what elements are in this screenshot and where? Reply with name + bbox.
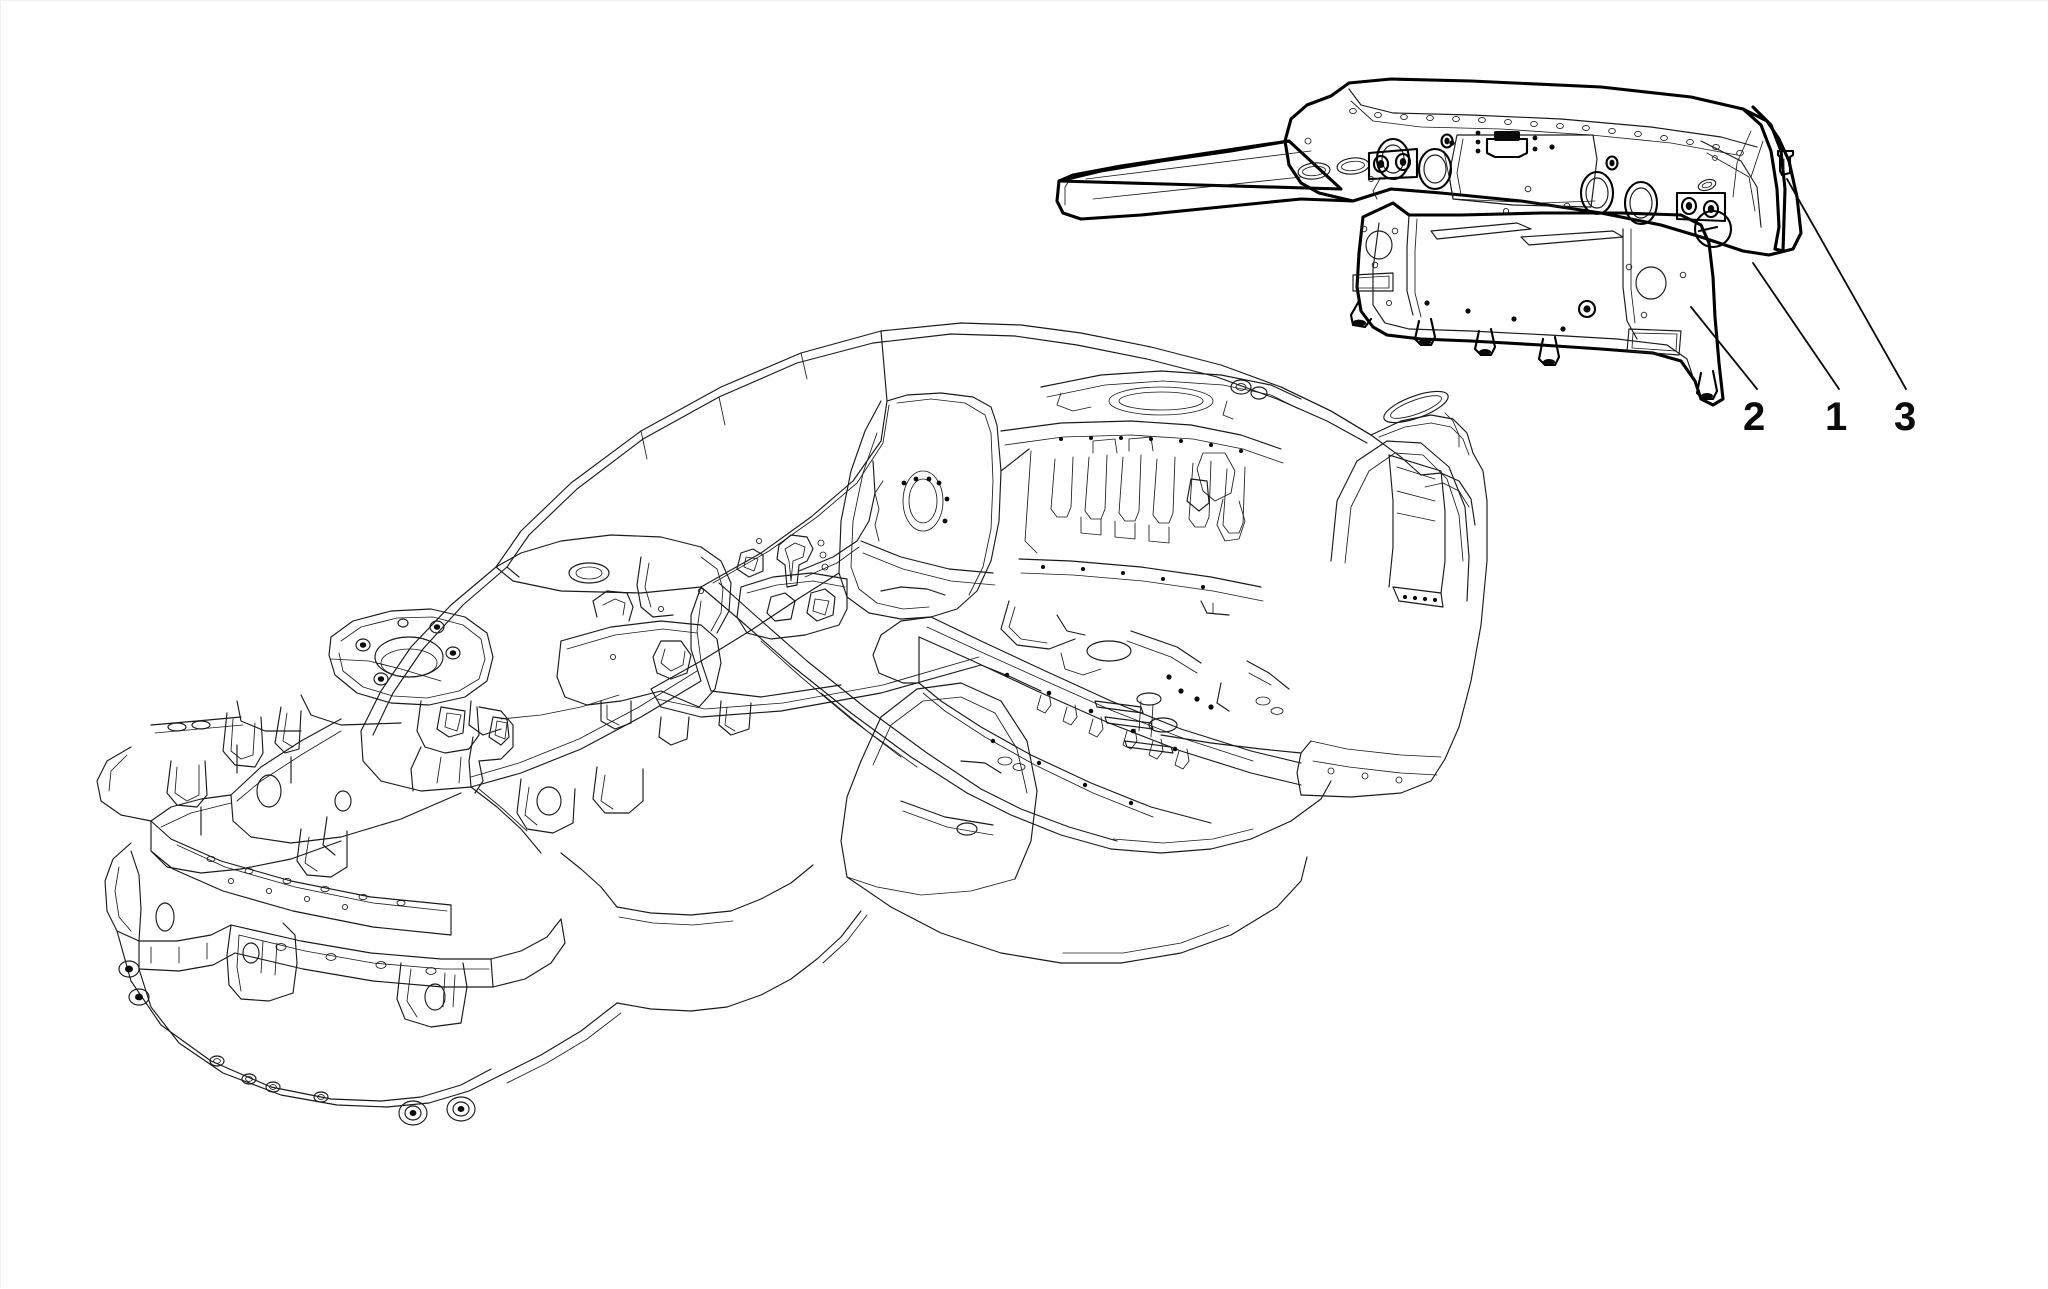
left-grommet-pair (1367, 147, 1419, 200)
shock-tower-bolts (355, 618, 461, 686)
leader-line-3 (1786, 178, 1907, 390)
part-body-in-white-shell (96, 322, 1488, 1126)
right-grommet-pair (1675, 191, 1727, 223)
connector-cutout (1485, 131, 1529, 159)
apron-corner-bushings (398, 1096, 476, 1126)
callout-number-3: 3 (1894, 395, 1917, 439)
callout-leader-lines (1690, 178, 1907, 390)
panel-bottom-tabs (1413, 317, 1719, 401)
leader-line-2 (1690, 306, 1758, 390)
part-fastener-stud-bolt (1776, 149, 1795, 177)
shelf-weld-dots (1041, 436, 1243, 589)
apron-fasteners (209, 1055, 329, 1103)
part-upper-rear-crossmember-panel (1055, 77, 1803, 257)
callout-number-2: 2 (1743, 395, 1766, 439)
leader-line-1 (1752, 262, 1840, 390)
floor-detail-slots (1094, 692, 1178, 754)
weld-pilot-holes (1349, 107, 1744, 157)
bulkhead-weld-dots (206, 855, 406, 911)
rear-shelf-ribs (1050, 454, 1246, 534)
part-lower-rear-closing-panel (1349, 201, 1725, 407)
callout-number-1: 1 (1825, 395, 1848, 439)
